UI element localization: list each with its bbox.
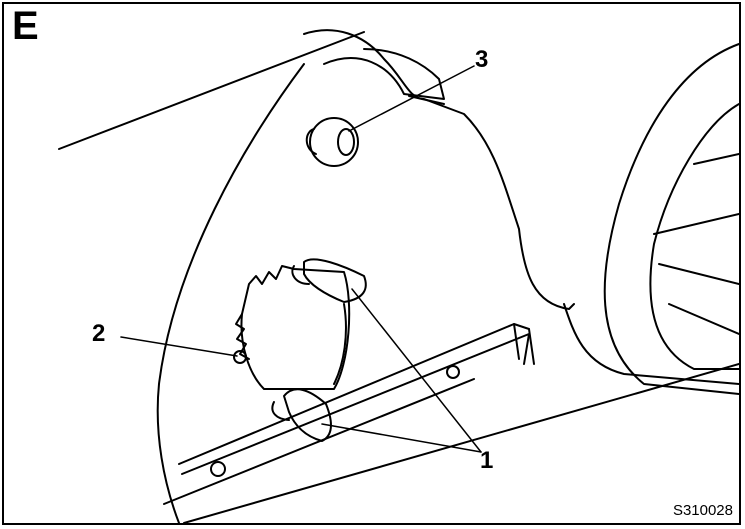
adjuster-knob-outer xyxy=(309,117,359,167)
chute-housing-inner xyxy=(323,48,445,100)
deck-left-curve xyxy=(156,63,305,523)
leader-3 xyxy=(348,65,475,132)
chute-housing xyxy=(303,29,575,310)
wheel-tread xyxy=(563,303,739,385)
wing-nut-lower xyxy=(283,388,332,442)
leader-2 xyxy=(120,336,238,357)
leader-1a xyxy=(351,288,482,453)
deck-rail-lower xyxy=(163,378,475,505)
deck-rail-top xyxy=(178,323,530,465)
locking-pin xyxy=(233,350,247,364)
callout-2: 2 xyxy=(92,320,106,347)
wheel-outer xyxy=(603,43,739,395)
leader-1b xyxy=(321,423,482,453)
callout-1: 1 xyxy=(480,447,494,474)
rail-bolt-right xyxy=(446,365,460,379)
body-top-edge xyxy=(58,31,365,150)
deck-rail-face xyxy=(513,323,535,365)
adjuster-knob-center xyxy=(337,128,355,156)
deck-rail-base xyxy=(183,363,739,523)
callout-3: 3 xyxy=(475,46,489,73)
adjuster-knob-base xyxy=(305,128,317,155)
wheel-inner xyxy=(649,103,739,370)
figure-code: S310028 xyxy=(672,502,733,519)
sprocket-teeth xyxy=(235,313,250,360)
wing-nut-lower-base xyxy=(271,401,290,421)
panel-letter: E xyxy=(12,4,39,48)
deck-front-edge xyxy=(333,303,347,385)
wheel-spokes xyxy=(653,153,739,335)
rail-bolt-left xyxy=(210,461,226,477)
wing-nut-upper xyxy=(303,258,367,303)
wing-nut-upper-base xyxy=(291,265,310,285)
mower-deck-illustration xyxy=(58,29,739,523)
sprocket-plate xyxy=(240,265,351,390)
